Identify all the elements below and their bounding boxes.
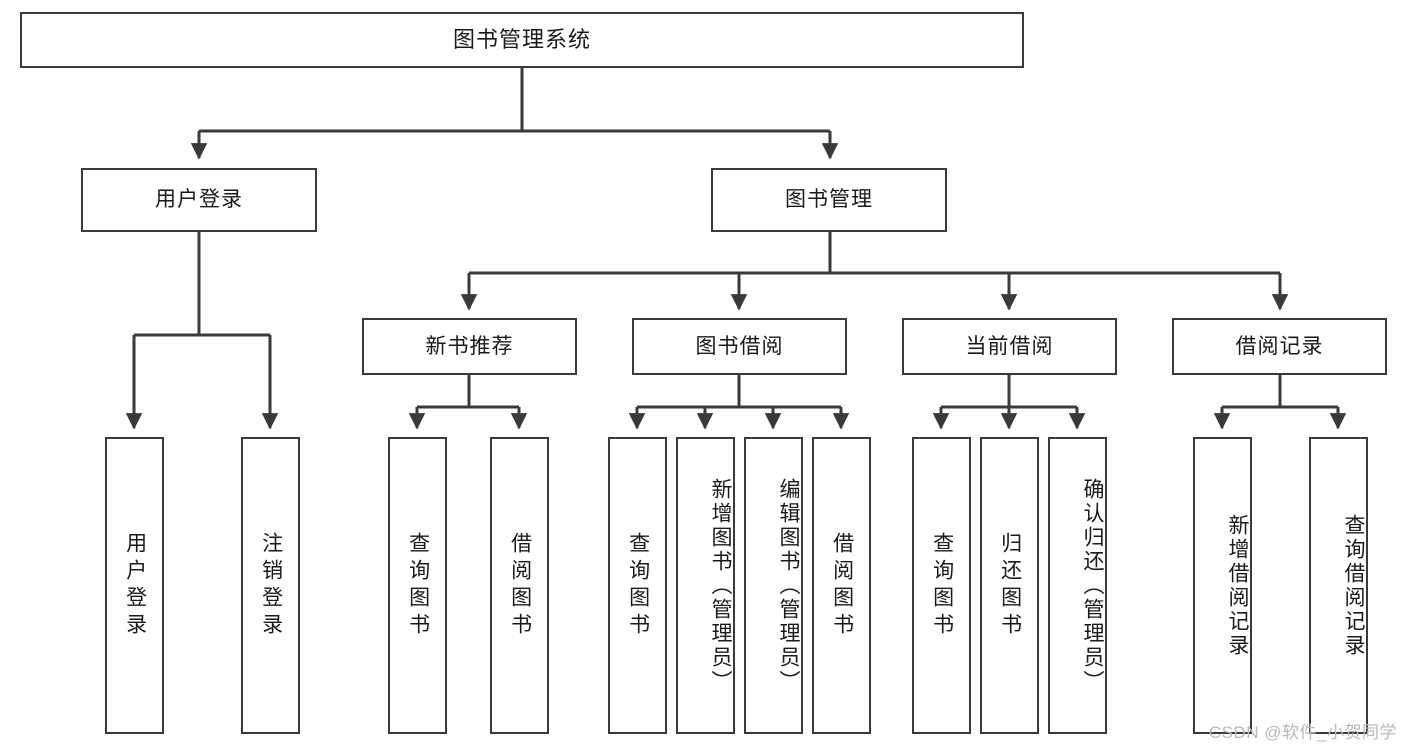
node-label: 查询图书: [626, 531, 650, 640]
node-label: 查询借阅记录: [1342, 513, 1365, 658]
node-label: 图书借阅: [695, 334, 784, 358]
node-root-system[interactable]: 图书管理系统: [20, 12, 1024, 68]
node-label: 查询图书: [930, 531, 954, 640]
node-label: 编辑图书（管理员）: [777, 477, 800, 694]
node-label: 注销登录: [259, 531, 283, 640]
node-label: 当前借阅: [965, 334, 1054, 358]
node-current-borrow[interactable]: 当前借阅: [902, 318, 1117, 375]
node-label: 新书推荐: [425, 334, 514, 358]
node-label: 新增图书（管理员）: [709, 477, 732, 694]
node-book-management[interactable]: 图书管理: [711, 168, 947, 232]
leaf-add-borrow-record[interactable]: 新增借阅记录: [1193, 437, 1252, 734]
leaf-logout-login[interactable]: 注销登录: [241, 437, 300, 734]
node-label: 图书管理: [785, 188, 873, 212]
leaf-borrow-book-recommend[interactable]: 借阅图书: [490, 437, 549, 734]
node-label: 借阅记录: [1235, 334, 1324, 358]
node-borrow-record[interactable]: 借阅记录: [1172, 318, 1387, 375]
node-label: 借阅图书: [508, 531, 532, 640]
leaf-query-book-borrow[interactable]: 查询图书: [608, 437, 667, 734]
leaf-return-book[interactable]: 归还图书: [980, 437, 1039, 734]
leaf-borrow-book[interactable]: 借阅图书: [812, 437, 871, 734]
node-book-borrow[interactable]: 图书借阅: [632, 318, 847, 375]
node-label: 借阅图书: [830, 531, 854, 640]
node-label: 新增借阅记录: [1226, 513, 1249, 658]
node-label: 用户登录: [123, 531, 147, 640]
leaf-user-login[interactable]: 用户登录: [105, 437, 164, 734]
leaf-query-borrow-record[interactable]: 查询借阅记录: [1309, 437, 1368, 734]
node-label: 归还图书: [998, 531, 1022, 640]
node-label: 确认归还（管理员）: [1081, 477, 1104, 694]
leaf-query-book-recommend[interactable]: 查询图书: [388, 437, 447, 734]
node-new-book-recommend[interactable]: 新书推荐: [362, 318, 577, 375]
node-user-login[interactable]: 用户登录: [81, 168, 317, 232]
leaf-edit-book-admin[interactable]: 编辑图书（管理员）: [744, 437, 803, 734]
leaf-confirm-return-admin[interactable]: 确认归还（管理员）: [1048, 437, 1107, 734]
watermark: CSDN @软件_小贺同学: [1208, 723, 1397, 742]
leaf-query-book-current[interactable]: 查询图书: [912, 437, 971, 734]
node-label: 图书管理系统: [452, 26, 591, 52]
leaf-add-book-admin[interactable]: 新增图书（管理员）: [676, 437, 735, 734]
node-label: 查询图书: [406, 531, 430, 640]
node-label: 用户登录: [155, 188, 243, 212]
